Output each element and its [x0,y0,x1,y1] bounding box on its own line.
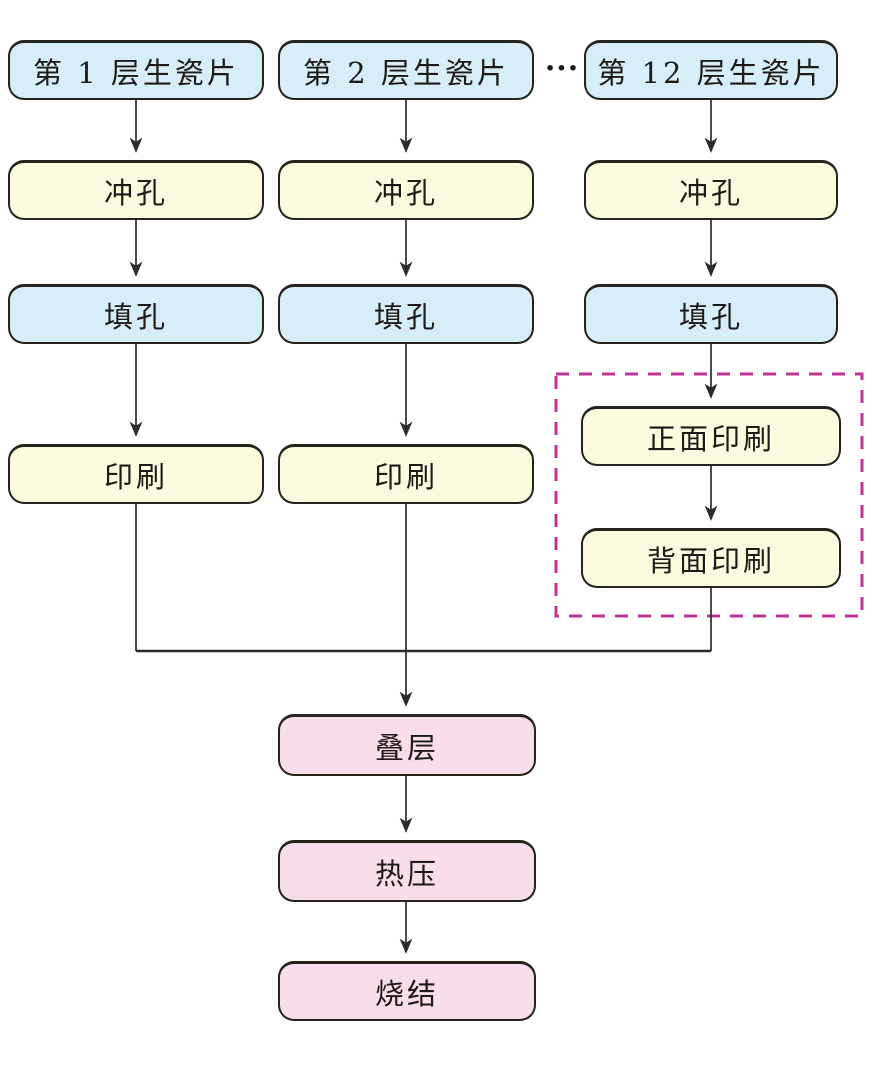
node-layer1-fill: 填孔 [8,284,264,344]
node-layer12-punch: 冲孔 [584,160,838,220]
node-layer12-sheet: 第 12 层生瓷片 [584,40,838,100]
node-layer2-sheet: 第 2 层生瓷片 [278,40,534,100]
ellipsis-more-layers: ··· [544,50,580,86]
arrows [129,100,718,954]
node-layer12-back-print: 背面印刷 [581,528,841,588]
node-layer2-punch: 冲孔 [278,160,534,220]
node-stack-layers: 叠层 [278,714,536,776]
node-layer2-fill: 填孔 [278,284,534,344]
node-layer12-fill: 填孔 [584,284,838,344]
node-sinter: 烧结 [278,961,536,1021]
node-layer1-punch: 冲孔 [8,160,264,220]
node-layer1-print: 印刷 [8,444,264,504]
node-hot-press: 热压 [278,840,536,902]
dashed-group-box [554,372,864,618]
node-layer2-print: 印刷 [278,444,534,504]
node-layer1-sheet: 第 1 层生瓷片 [8,40,264,100]
node-layer12-front-print: 正面印刷 [581,406,841,466]
